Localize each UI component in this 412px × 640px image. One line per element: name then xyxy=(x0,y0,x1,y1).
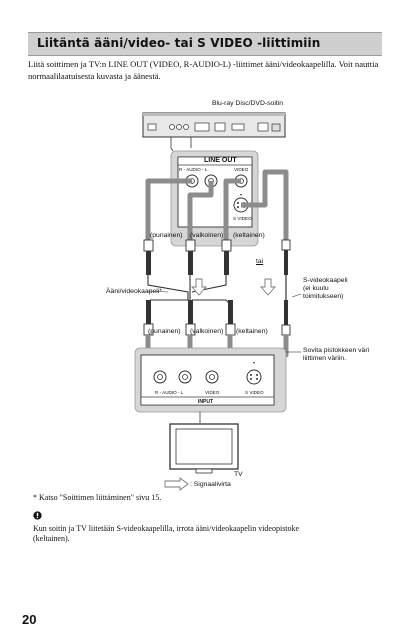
tip-icon xyxy=(33,511,42,520)
color-red-top: (punainen) xyxy=(150,232,183,239)
footnote: * Katso "Soittimen liittäminen" sivu 15. xyxy=(33,493,162,502)
line-out-label: LINE OUT xyxy=(204,157,237,164)
r-audio-l-bottom-label: R - AUDIO - L xyxy=(155,390,184,395)
s-video-cable xyxy=(281,239,291,336)
tv-device xyxy=(169,423,239,474)
section-title: Liitäntä ääni/video- tai S VIDEO -liitti… xyxy=(37,36,321,50)
color-white-bottom: (valkoinen) xyxy=(190,328,224,335)
page-number: 20 xyxy=(22,612,37,627)
s-video-bottom-label: S VIDEO xyxy=(245,390,264,395)
s-video-cable-label: S-videokaapeli (ei kuulu toimitukseen) xyxy=(303,277,348,300)
match-colors-label: Sovita pistokkeen väri liittimen väriin. xyxy=(303,347,370,362)
or-label: tai xyxy=(256,258,264,265)
player-label: Blu-ray Disc/DVD-soitin xyxy=(212,100,284,107)
color-white-top: (valkoinen) xyxy=(190,232,224,239)
r-audio-l-top-label: R - AUDIO - L xyxy=(179,167,208,172)
av-cable-label: Ääni/videokaapeli* xyxy=(106,288,162,295)
input-label: INPUT xyxy=(198,399,213,405)
video-bottom-label: VIDEO xyxy=(205,390,220,395)
player-device xyxy=(142,112,286,138)
tv-label: TV xyxy=(234,471,243,478)
color-yellow-bottom: (keltainen) xyxy=(236,328,268,335)
section-header: Liitäntä ääni/video- tai S VIDEO -liitti… xyxy=(28,32,382,56)
av-cable-top-plugs xyxy=(143,239,232,275)
signal-flow-label: : Signaalivirta xyxy=(190,481,231,488)
tv-audio-jacks xyxy=(153,370,192,384)
tv-video-jack xyxy=(205,370,219,384)
video-top-label: VIDEO xyxy=(234,167,249,172)
legend-arrow-icon xyxy=(164,477,189,491)
color-red-bottom: (punainen) xyxy=(148,328,181,335)
signal-flow-arrows xyxy=(191,278,276,296)
tv-s-video-jack xyxy=(246,362,262,385)
color-yellow-top: (keltainen) xyxy=(233,232,265,239)
intro-text: Liitä soittimen ja TV:n LINE OUT (VIDEO,… xyxy=(28,59,379,81)
s-video-top-label: S VIDEO xyxy=(233,216,252,221)
tip-text: Kun soitin ja TV liitetään S-videokaapel… xyxy=(33,524,300,543)
